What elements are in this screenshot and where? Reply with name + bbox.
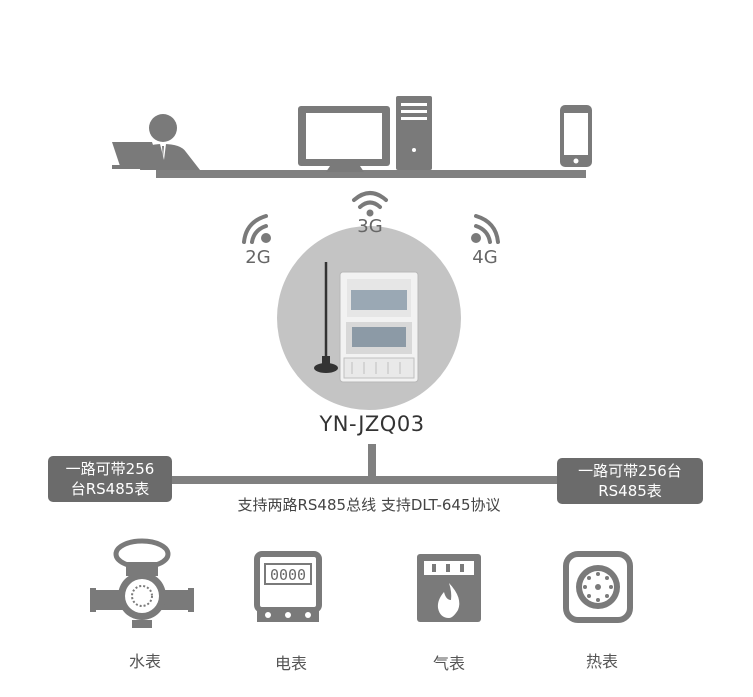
user-laptop-icon: [112, 114, 200, 170]
bus-caption: 支持两路RS485总线 支持DLT-645协议: [237, 496, 501, 514]
network-label-2g: 2G: [245, 247, 271, 268]
device-name: YN-JZQ03: [319, 412, 425, 436]
bus-vertical-line: [368, 444, 376, 480]
device-image: [277, 226, 461, 410]
bus-horizontal-line: [170, 476, 562, 484]
signal-2g-icon: [242, 214, 271, 244]
meter-label-water: 水表: [128, 652, 162, 671]
mobile-phone-icon: [560, 105, 592, 167]
meter-label-electric: 电表: [274, 654, 308, 673]
network-label-3g: 3G: [357, 216, 383, 237]
water-meter-icon: [90, 538, 194, 628]
left-bus-box-line-2: 台RS485表: [70, 480, 150, 498]
meter-label-heat: 热表: [585, 652, 619, 671]
wifi-3g-icon: [352, 191, 388, 217]
gas-meter-icon: [417, 554, 481, 622]
desktop-computer-icon: [298, 96, 432, 172]
left-bus-box-line-1: 一路可带256: [65, 460, 155, 478]
right-bus-box-line-1: 一路可带256台: [578, 462, 682, 480]
top-network-line: [156, 170, 586, 178]
signal-4g-icon: [471, 214, 500, 244]
right-bus-box: 一路可带256台 RS485表: [557, 458, 703, 504]
meter-label-gas: 气表: [432, 654, 466, 673]
electric-meter-digits: 0000: [270, 566, 306, 584]
left-bus-box: 一路可带256 台RS485表: [48, 456, 172, 502]
heat-meter-icon: [563, 551, 633, 623]
right-bus-box-line-2: RS485表: [598, 482, 662, 500]
electric-meter-icon: 0000: [254, 551, 322, 622]
network-label-4g: 4G: [472, 247, 498, 268]
